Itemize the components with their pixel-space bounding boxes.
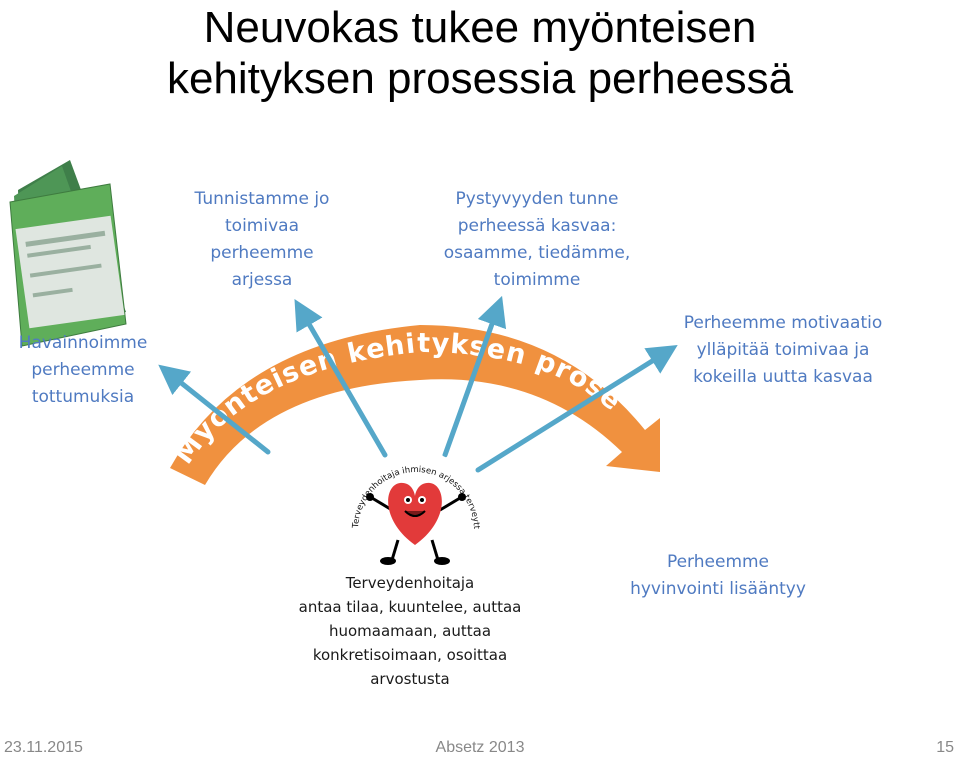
label-wellbeing: Perheemme hyvinvointi lisääntyy (630, 552, 806, 599)
footer-date: 23.11.2015 (4, 739, 83, 756)
footer-page-number: 15 (936, 739, 954, 756)
arrow-top-left (294, 299, 388, 458)
arrow-top-center (442, 295, 507, 458)
slide-title: Neuvokas tukee myönteisen kehityksen pro… (0, 2, 960, 104)
title-line-1: Neuvokas tukee myönteisen (203, 3, 757, 52)
book-icon (9, 160, 127, 347)
label-recognize-working: Tunnistamme jo toimivaa perheemme arjess… (194, 189, 330, 290)
arrow-right (475, 345, 678, 473)
arrows (158, 295, 678, 473)
label-motivation: Perheemme motivaatio ylläpitää toimivaa … (683, 313, 883, 387)
arrow-left (158, 364, 271, 455)
label-nurse-role: Terveydenhoitaja antaa tilaa, kuuntelee,… (298, 574, 522, 688)
process-arc (170, 325, 660, 485)
label-observe-habits: Havainnoimme perheemme tottumuksia (18, 333, 148, 407)
footer-author: Absetz 2013 (435, 739, 525, 756)
title-line-2: kehityksen prosessia perheessä (166, 54, 794, 103)
label-self-efficacy: Pystyvyyden tunne perheessä kasvaa: osaa… (443, 189, 631, 290)
